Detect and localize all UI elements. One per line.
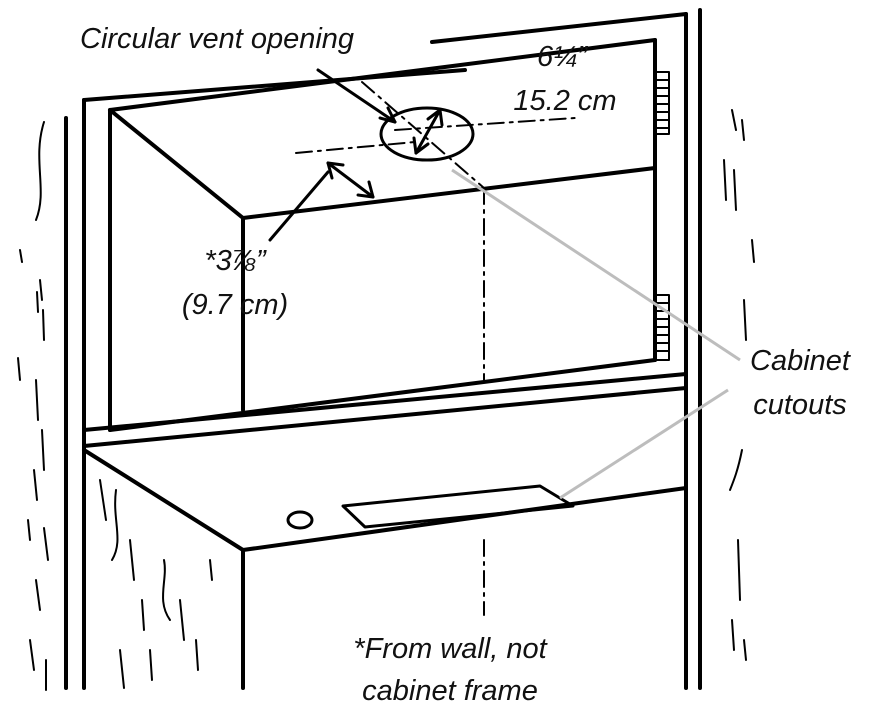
dimension-arrows xyxy=(268,68,444,242)
cabinet-outer-frame xyxy=(64,8,702,690)
width-arrow xyxy=(414,108,442,155)
hinge-upper xyxy=(654,71,670,135)
cabinet-cutouts-label-line2: cutouts xyxy=(753,389,847,421)
cabinet-bottom-rail xyxy=(82,372,688,448)
hood-top-surface xyxy=(82,448,688,690)
centerlines xyxy=(295,81,576,616)
width-dimension-metric: 15.2 cm xyxy=(513,85,617,117)
cutout-leader-lines xyxy=(451,168,741,500)
depth-dimension-imperial: *3⅞” xyxy=(204,245,266,277)
circular-vent-opening xyxy=(379,106,475,162)
depth-leader xyxy=(268,170,330,242)
hinge-lower xyxy=(654,294,670,361)
width-dimension-imperial: 6¼” xyxy=(537,41,587,73)
rectangular-cutout xyxy=(341,484,575,529)
wall-wood-grain xyxy=(17,109,755,691)
footnote-line1: *From wall, not xyxy=(353,633,547,665)
round-hole xyxy=(286,510,314,530)
vent-pointer-arrow xyxy=(316,68,397,124)
depth-dimension-metric: (9.7 cm) xyxy=(181,289,289,321)
footnote-line2: cabinet frame xyxy=(362,675,538,707)
depth-arrow xyxy=(326,161,375,199)
cabinet-cutouts-label-line1: Cabinet xyxy=(750,345,850,377)
vent-opening-label: Circular vent opening xyxy=(80,23,355,55)
